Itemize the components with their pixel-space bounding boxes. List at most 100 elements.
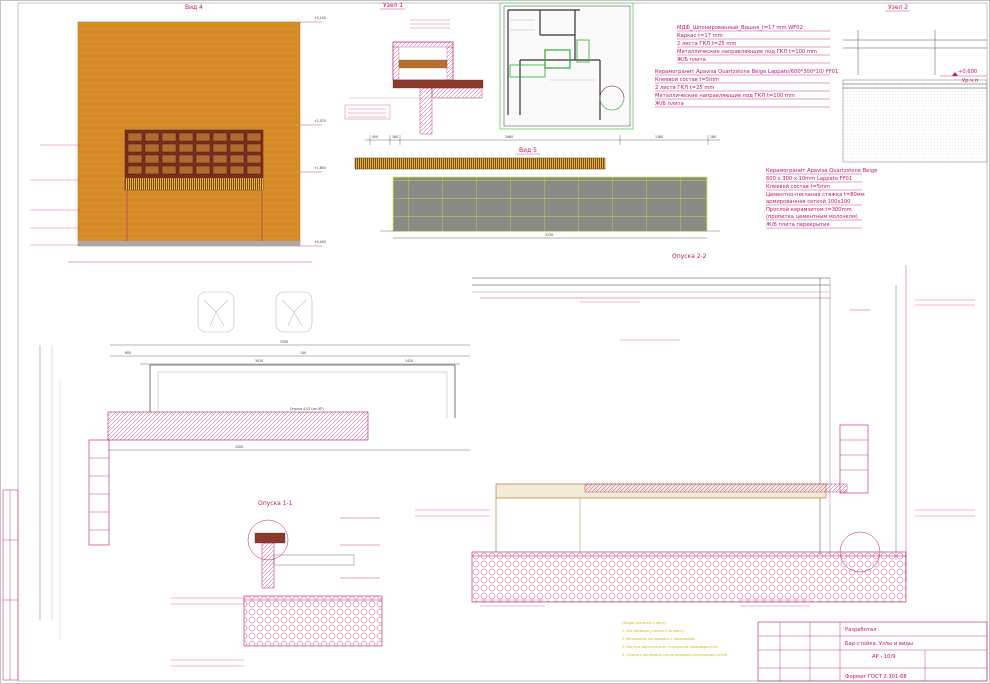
spec-line: Металлические направляющие под ГКЛ t=100… (677, 49, 817, 55)
shelf-section (839, 424, 869, 494)
spec-floor-title: Керамогранит Apavisa Quartzstone Beige (766, 168, 877, 174)
rack-cell (144, 154, 160, 164)
dim-text: 160 (392, 135, 398, 139)
node-2: Узел 2 +0,600 Ур.ч.п (842, 4, 988, 163)
spec-line: армированная сеткой 100х100 (766, 198, 850, 205)
note-line: 3. Монтаж выполнять по технологии произв… (622, 645, 718, 649)
spec-mdf-title: МДФ_Шпонированный_Вишня_t=17 mm WF02 (677, 24, 803, 31)
spec-line: Клеевой состав t=5mm (766, 183, 830, 190)
floor-section (842, 79, 988, 163)
rack-cell (229, 132, 245, 142)
rack-cell (246, 165, 262, 175)
rack-cell (212, 154, 228, 164)
bar-front-strip (354, 157, 606, 170)
rack-cell (246, 154, 262, 164)
rack-cell (178, 154, 194, 164)
rack-cell (229, 154, 245, 164)
view-4-title: Вид 4 (185, 4, 203, 11)
view-4: Вид 4 +3,100 +2,570 +1,850 +0,000 (30, 4, 326, 263)
rack-cell (195, 132, 211, 142)
dim-text: 1410 (405, 359, 413, 363)
top-dimension-line: 400 160 3460 1160 180 (365, 135, 720, 145)
spec-line: 2 листа ГКЛ t=25 mm (655, 85, 714, 91)
bar-plan: 3350 600 140 3410 1410 Опуска 4-02 (см.Э… (39, 340, 470, 640)
rack-cell (127, 165, 143, 175)
rack-cell (161, 165, 177, 175)
rack-cell (246, 132, 262, 142)
dim-text: 3410 (255, 359, 263, 363)
dim-text: 140 (300, 351, 306, 355)
rack-cell (127, 154, 143, 164)
spec-line: Клеевой состав t=5mm (655, 76, 719, 83)
bar-counter (107, 411, 369, 441)
rack-cell (161, 143, 177, 153)
title-block: Разработал Бар-стойка. Узлы и виды АР - … (757, 621, 988, 682)
key-plan (499, 2, 634, 130)
rack-cell (144, 143, 160, 153)
spec-line: Металлические направляющие под ГКЛ t=100… (655, 93, 795, 99)
spec-ceramic: Керамогранит Apavisa Quartzstone Beige L… (655, 69, 838, 108)
spec-line: Прослой керамзитом t=300mm (766, 206, 852, 213)
node-1-title: Узел 1 (383, 2, 403, 9)
floor-strip (78, 241, 300, 246)
shelf-rack (88, 439, 110, 546)
rack-cell (195, 143, 211, 153)
section-1-1: Опуска 1-1 (170, 500, 383, 667)
rack-cell (229, 143, 245, 153)
rack-cell (212, 143, 228, 153)
rack-cell (195, 154, 211, 164)
rack-cell (246, 143, 262, 153)
level-label: Ур.ч.п (962, 78, 978, 84)
note-line: 4. Отделку выполнить после разводки инже… (622, 653, 728, 657)
spec-line: Ж/Б плита (677, 57, 706, 63)
spec-floor: Керамогранит Apavisa Quartzstone Beige 6… (766, 168, 877, 229)
stamp-name: Бар-стойка. Узлы и виды (845, 640, 913, 647)
slab-1-1 (243, 595, 383, 647)
section-label: Опуска 4-02 (см.ЭП) (290, 407, 324, 411)
spec-line: Ж/Б плита перекрытия (766, 222, 830, 228)
level-value: +0,600 (958, 69, 977, 75)
view-5-title: Вид 5 (519, 147, 537, 154)
rack-cell (229, 165, 245, 175)
chair-2 (275, 291, 313, 333)
dim-text: 1160 (655, 135, 663, 139)
dim-text: 400 (372, 135, 378, 139)
spec-line: (пропитка цементным молочком) (766, 214, 858, 220)
rack-cell (178, 143, 194, 153)
spec-ker-title: Керамогранит Apavisa Quartzstone Beige L… (655, 69, 838, 75)
rack-cell (127, 132, 143, 142)
stamp-footer: Формат ГОСТ 2.301-68 (845, 674, 907, 680)
spec-line: Каркас t=17 mm (677, 33, 723, 39)
spec-line: 2 листа ГКЛ t=25 mm (677, 41, 736, 47)
stamp-code: АР - 10/9 (872, 654, 896, 660)
left-frame-strip (2, 489, 19, 681)
dim-text: 3460 (505, 135, 513, 139)
rack-cell (161, 132, 177, 142)
node-2-title: Узел 2 (888, 4, 908, 11)
rack-cell (212, 132, 228, 142)
section-1-1-title: Опуска 1-1 (258, 500, 293, 507)
rack-cell (127, 143, 143, 153)
dim-text: 180 (710, 135, 716, 139)
stamp-top: Разработал (845, 627, 876, 633)
spec-line: 600 х 300 х 10mm Lappato FF01 (766, 176, 852, 182)
rack-cell (161, 154, 177, 164)
left-notes (30, 144, 80, 246)
spec-line: Цементно-песчаная стяжка t=80мм (766, 192, 865, 198)
section-2-2-title: Опуска 2-2 (672, 253, 707, 260)
tile-wall (392, 176, 708, 232)
rack-cell (144, 165, 160, 175)
slab-2-2 (471, 551, 907, 603)
level-mark: +0,000 (314, 240, 326, 244)
level-mark: +2,570 (314, 119, 326, 123)
view-5: Вид 5 3130 (354, 147, 720, 239)
rack-cell (178, 132, 194, 142)
dim-text: 3130 (545, 233, 553, 237)
dim-text: 600 (125, 351, 131, 355)
spec-mdf: МДФ_Шпонированный_Вишня_t=17 mm WF02 Кар… (677, 24, 830, 64)
note-line: Общие указания к листу: (622, 621, 667, 625)
general-notes: Общие указания к листу: 1. Все размеры у… (622, 621, 728, 657)
dim-text: 3350 (280, 340, 288, 344)
node-1: Узел 1 (344, 2, 484, 135)
